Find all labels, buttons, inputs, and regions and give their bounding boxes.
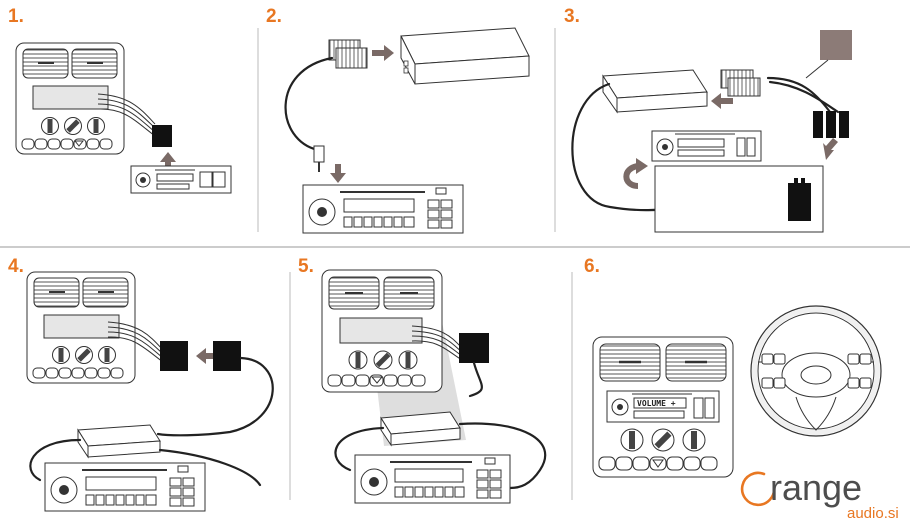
cable [468, 361, 483, 398]
cable [284, 56, 334, 152]
logo-domain: audio.si [847, 505, 899, 522]
wire-harness [97, 93, 156, 137]
step-number-3: 3. [564, 6, 580, 27]
return-arrow-icon [623, 163, 639, 189]
car-radio [651, 130, 762, 162]
dashboard-console [321, 269, 443, 393]
car-radio [302, 184, 464, 234]
step-number-4: 4. [8, 256, 24, 277]
arrow-left-icon [711, 93, 733, 109]
logo-word: range [770, 467, 862, 508]
adapter-module [77, 424, 161, 459]
wire-connectors [813, 111, 849, 138]
adapter-module [602, 69, 708, 114]
orange-audio-logo: range audio.si [740, 467, 899, 522]
button-row [21, 138, 113, 150]
battery-icon [788, 178, 811, 221]
arrow-up-icon [160, 152, 176, 171]
arrow-down-icon [330, 164, 346, 183]
connector-block [459, 333, 489, 363]
arrow-left-icon [196, 348, 217, 364]
cable [571, 82, 678, 212]
iso-connector [720, 69, 761, 97]
iso-connector [328, 39, 368, 69]
jack-plug [313, 145, 325, 172]
panel-4 [26, 271, 274, 512]
cable [156, 356, 274, 437]
step-number-1: 1. [8, 6, 24, 27]
panel-1 [15, 42, 232, 194]
cable [334, 426, 385, 472]
panel-3 [571, 30, 852, 233]
car-radio: VOLUME + [606, 390, 720, 423]
step-number-5: 5. [298, 256, 314, 277]
step-number-6: 6. [584, 256, 600, 277]
dashboard-console: VOLUME + [592, 336, 734, 478]
adapter-module [380, 411, 461, 447]
connector-block [160, 341, 188, 371]
arrow-down-icon [823, 138, 838, 160]
dashboard-console [26, 271, 136, 384]
dashboard-console [15, 42, 125, 155]
mic-module [820, 30, 852, 60]
cable [29, 438, 82, 482]
wire-harness [107, 321, 164, 363]
arrow-right-icon [372, 45, 394, 61]
panel-5 [321, 269, 547, 504]
steering-wheel-icon [750, 305, 882, 437]
radio-display-text: VOLUME + [637, 399, 676, 408]
connector-block [152, 125, 172, 147]
car-radio [44, 462, 206, 512]
panel-6: VOLUME + [592, 305, 882, 478]
preset-buttons [343, 216, 415, 228]
aftermarket-radio [130, 165, 232, 194]
step-number-2: 2. [266, 6, 282, 27]
car-radio [354, 454, 511, 504]
adapter-module [400, 27, 530, 85]
panel-2 [284, 27, 530, 234]
connector-block [213, 341, 241, 371]
